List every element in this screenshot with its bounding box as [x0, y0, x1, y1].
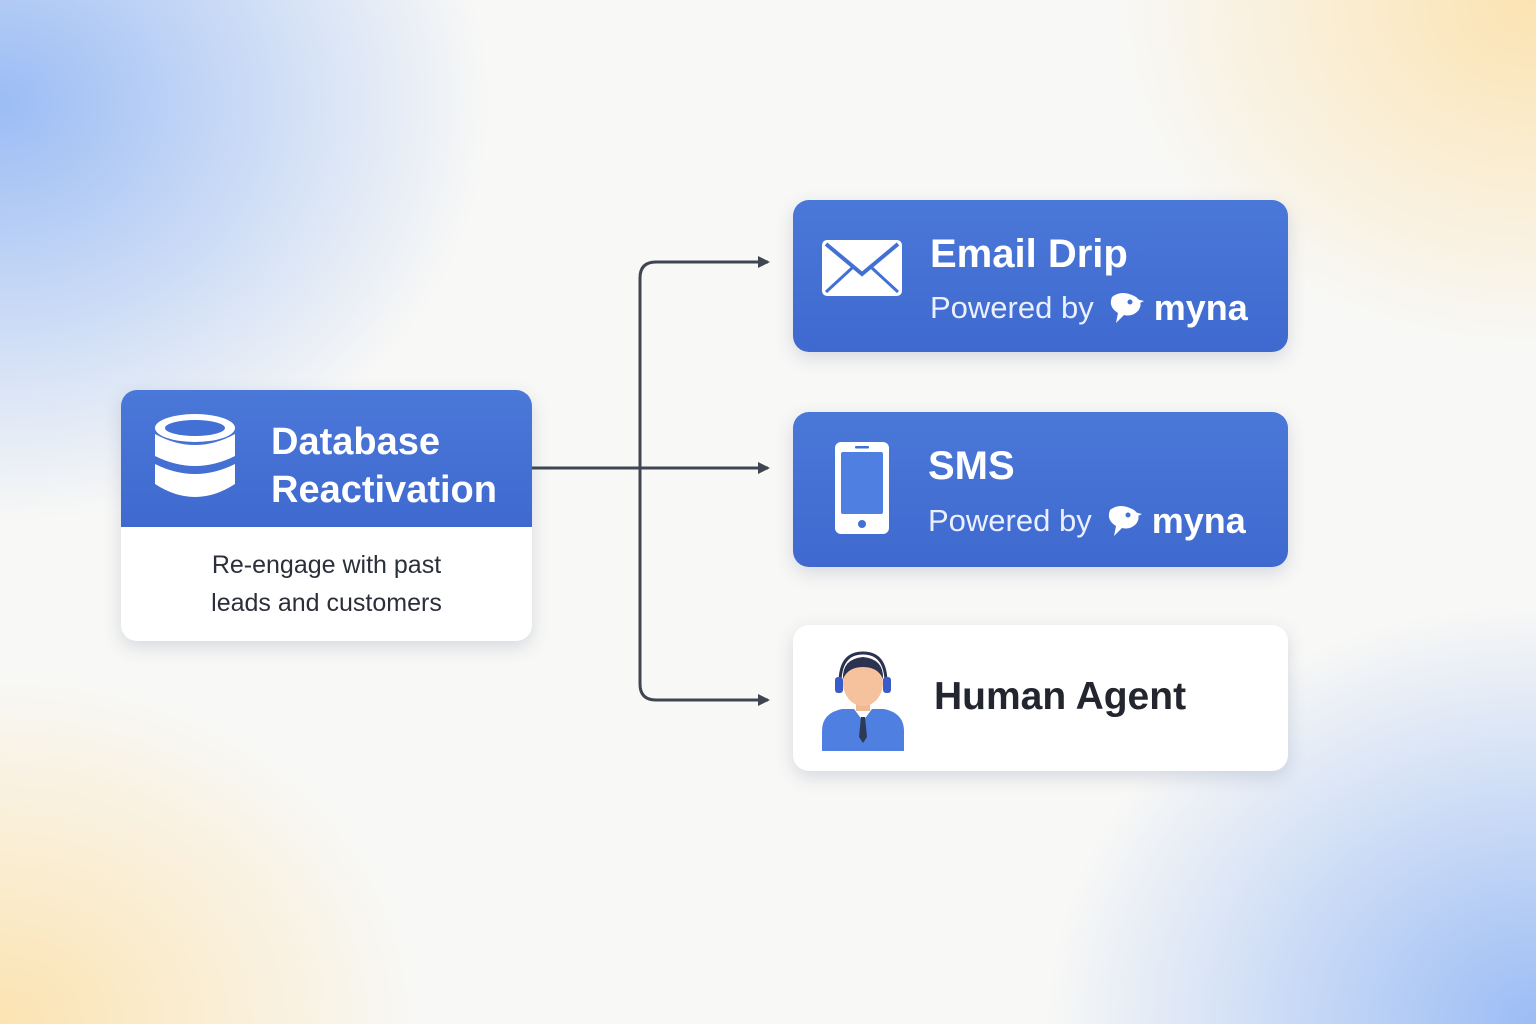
database-icon: [155, 414, 235, 497]
connector-to-agent: [638, 468, 770, 706]
email-drip-title: Email Drip: [930, 232, 1128, 276]
database-reactivation-description: Re-engage with past leads and customers: [121, 527, 532, 641]
myna-brand: myna: [1151, 500, 1246, 541]
description-line-2: leads and customers: [211, 589, 442, 617]
powered-by-label: Powered by: [930, 290, 1094, 325]
sms-powered-by: Powered by myna: [928, 501, 1246, 541]
myna-bird-icon: [1110, 293, 1144, 323]
database-reactivation-header: Database Reactivation: [121, 390, 532, 527]
sms-card: SMS Powered by myna: [793, 412, 1288, 567]
smartphone-icon: [835, 442, 889, 534]
connector-to-email: [638, 256, 770, 468]
human-agent-card: Human Agent: [793, 625, 1288, 771]
database-reactivation-title: Database Reactivation: [271, 418, 497, 514]
myna-bird-icon: [1108, 506, 1142, 536]
myna-brand: myna: [1153, 287, 1248, 328]
title-line-2: Reactivation: [271, 469, 497, 511]
envelope-icon: [822, 240, 902, 296]
powered-by-label: Powered by: [928, 503, 1092, 538]
email-drip-powered-by: Powered by myna: [930, 288, 1248, 328]
sms-title: SMS: [928, 444, 1015, 488]
headset-agent-icon: [822, 651, 904, 751]
database-reactivation-card: Database Reactivation Re-engage with pas…: [121, 390, 532, 641]
human-agent-title: Human Agent: [934, 675, 1187, 718]
description-line-1: Re-engage with past: [211, 551, 442, 579]
email-drip-card: Email Drip Powered by myna: [793, 200, 1288, 352]
title-line-1: Database: [271, 421, 440, 463]
